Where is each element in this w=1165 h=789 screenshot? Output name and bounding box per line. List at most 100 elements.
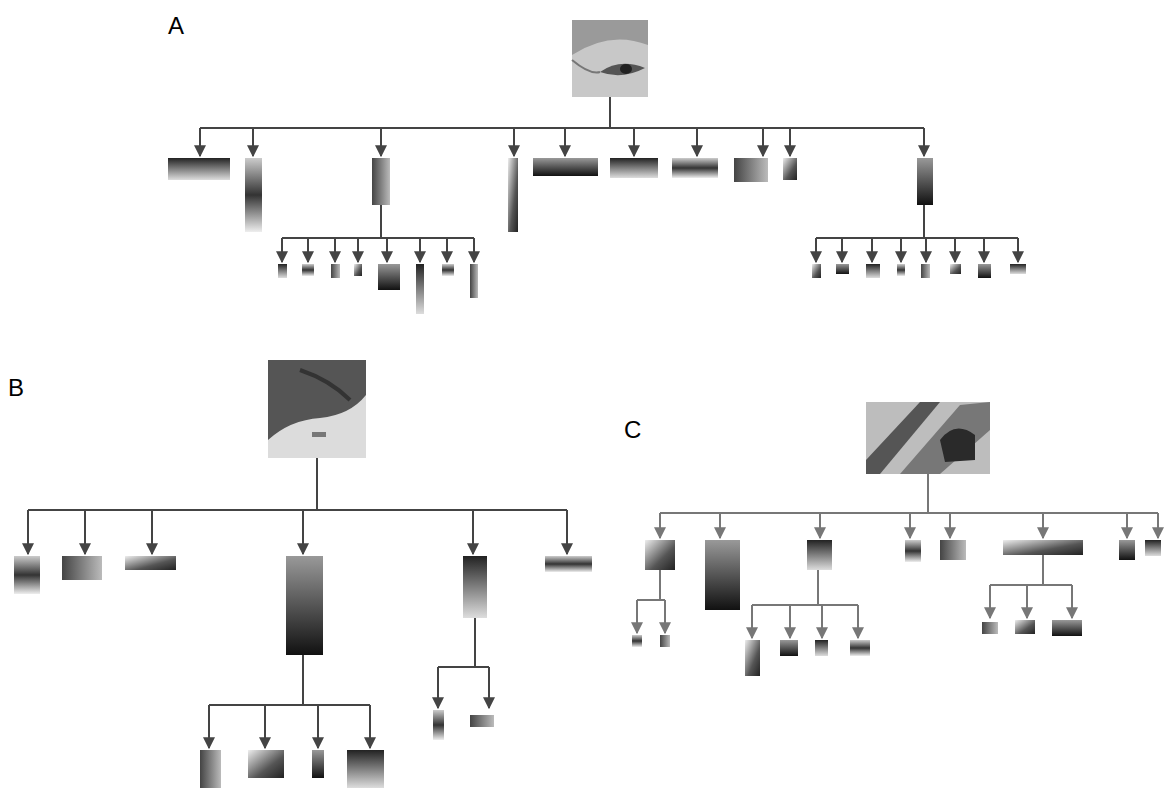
- image-patch: [125, 556, 176, 570]
- image-patch: [950, 264, 961, 274]
- image-patch: [836, 264, 849, 274]
- tree-line: [474, 618, 476, 667]
- tree-line: [1017, 238, 1019, 262]
- tree-line: [1026, 585, 1028, 618]
- image-patch: [442, 264, 454, 276]
- image-patch: [1015, 620, 1035, 634]
- tree-line: [316, 458, 318, 510]
- image-patch: [610, 158, 658, 178]
- tree-line: [927, 474, 929, 513]
- tree-line: [199, 128, 201, 156]
- image-patch: [372, 158, 390, 205]
- tree-line: [264, 705, 266, 748]
- tree-line: [841, 238, 843, 262]
- image-patch: [168, 158, 230, 180]
- tree-line: [386, 238, 388, 262]
- tree-line: [1042, 555, 1044, 585]
- tree-line: [857, 605, 859, 638]
- tree-line: [949, 513, 951, 538]
- tree-line: [200, 127, 924, 129]
- tree-line: [357, 238, 359, 262]
- tree-line: [317, 705, 319, 748]
- tree-line: [659, 570, 661, 600]
- tree-line: [151, 510, 153, 554]
- root-patch: [268, 360, 366, 458]
- image-patch: [917, 158, 933, 205]
- tree-line: [819, 513, 821, 538]
- tree-line: [762, 128, 764, 156]
- panel-label: B: [8, 376, 24, 400]
- image-patch: [940, 540, 966, 560]
- image-patch: [1003, 540, 1083, 555]
- tree-line: [900, 238, 902, 262]
- tree-line: [334, 238, 336, 262]
- tree-line: [871, 238, 873, 262]
- tree-line: [633, 128, 635, 156]
- root-patch: [572, 20, 648, 97]
- root-patch: [866, 402, 990, 474]
- image-patch: [312, 750, 324, 778]
- image-patch: [416, 264, 424, 314]
- tree-line: [419, 238, 421, 262]
- image-patch: [14, 556, 40, 594]
- tree-line: [566, 510, 568, 554]
- image-patch: [378, 264, 400, 290]
- tree-line: [637, 599, 665, 601]
- image-patch: [1052, 620, 1082, 636]
- tree-line: [815, 238, 817, 262]
- tree-line: [513, 128, 515, 156]
- tree-line: [438, 666, 489, 668]
- image-patch: [1010, 264, 1026, 274]
- panel-label: A: [168, 14, 184, 38]
- tree-line: [380, 205, 382, 238]
- tree-line: [636, 600, 638, 633]
- tree-line: [369, 705, 371, 748]
- tree-line: [789, 605, 791, 638]
- tree-line: [302, 510, 304, 554]
- image-patch: [632, 635, 642, 647]
- image-patch: [807, 540, 832, 570]
- tree-line: [252, 128, 254, 156]
- image-patch: [302, 264, 314, 276]
- image-patch: [286, 556, 323, 655]
- tree-line: [282, 237, 474, 239]
- tree-line: [696, 128, 698, 156]
- tree-line: [488, 667, 490, 708]
- tree-line: [989, 585, 991, 618]
- panel-label: C: [624, 418, 641, 442]
- tree-line: [564, 128, 566, 156]
- tree-line: [307, 238, 309, 262]
- image-patch: [783, 158, 797, 180]
- image-patch: [745, 640, 760, 676]
- image-patch: [245, 158, 262, 232]
- tree-line: [380, 128, 382, 156]
- image-patch: [982, 622, 998, 634]
- tree-line: [751, 605, 753, 638]
- image-patch: [354, 264, 362, 276]
- tree-line: [84, 510, 86, 554]
- tree-line: [1042, 513, 1044, 538]
- tree-line: [983, 238, 985, 262]
- image-patch: [331, 264, 340, 278]
- image-patch: [347, 750, 384, 788]
- image-patch: [705, 540, 740, 610]
- tree-line: [27, 510, 29, 554]
- image-patch: [433, 710, 444, 740]
- image-patch: [780, 640, 798, 656]
- image-patch: [62, 556, 102, 580]
- tree-line: [923, 205, 925, 238]
- tree-line: [1157, 513, 1159, 538]
- image-patch: [1145, 540, 1161, 556]
- image-patch: [815, 640, 828, 656]
- image-patch: [470, 715, 494, 727]
- image-patch: [278, 264, 287, 278]
- image-patch: [533, 158, 598, 176]
- image-patch: [734, 158, 768, 182]
- tree-line: [302, 655, 304, 705]
- image-patch: [1119, 540, 1135, 560]
- tree-line: [446, 238, 448, 262]
- image-patch: [248, 750, 284, 778]
- tree-line: [990, 584, 1072, 586]
- tree-line: [954, 238, 956, 262]
